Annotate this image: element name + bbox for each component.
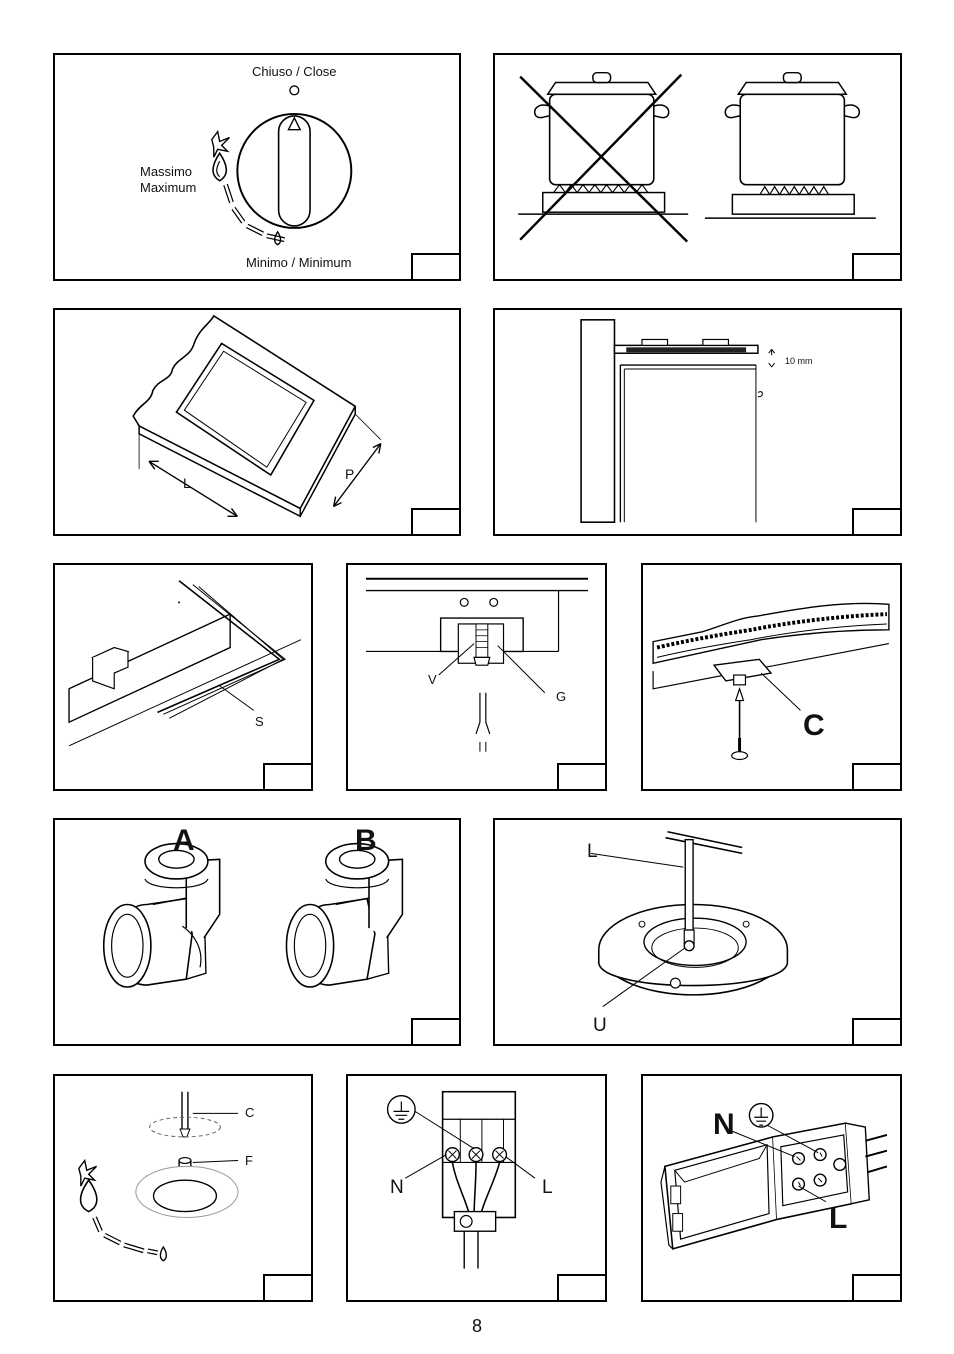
line-label: L: [829, 1202, 848, 1235]
bracket-screw-drawing: [365, 577, 589, 752]
seal-label: S: [255, 714, 264, 729]
figure-number-box: [852, 508, 900, 534]
figure-seal-application: S: [53, 563, 313, 791]
figure-number-box: [852, 1274, 900, 1300]
fittings-drawing: [102, 842, 404, 988]
minimum-position-label: Minimo / Minimum: [246, 255, 352, 270]
figure-bracket-screw: V G: [346, 563, 607, 791]
burner-nozzle-drawing: [590, 831, 789, 1008]
figure-minimum-adjustment: C F: [53, 1074, 313, 1302]
key-label: L: [587, 841, 598, 862]
figure-number-box: [557, 1274, 605, 1300]
terminal-block-drawing: [660, 1102, 888, 1250]
clearance-drawing: [580, 319, 776, 523]
nut-label: G: [556, 689, 567, 704]
fixing-clip-drawing: [652, 602, 890, 761]
adjustment-drawing: [78, 1091, 239, 1262]
figure-number-box: [411, 253, 459, 279]
fitting-b-label: B: [355, 824, 377, 857]
screwdriver-label: C: [245, 1105, 255, 1120]
figure-number-box: [411, 1018, 459, 1044]
figure-number-box: [852, 253, 900, 279]
figure-knob-positions: Chiuso / Close Massimo Maximum Minimo / …: [53, 53, 461, 281]
figure-supply-wiring: N L: [346, 1074, 607, 1302]
page-number: 8: [471, 1316, 482, 1336]
figure-number-box: [557, 763, 605, 789]
wiring-drawing: [386, 1090, 536, 1269]
figure-terminal-block: N L: [641, 1074, 902, 1302]
seal-drawing: [68, 580, 302, 747]
figure-number-box: [852, 763, 900, 789]
figure-number-box: [263, 763, 311, 789]
maximum-position-label-en: Maximum: [140, 180, 197, 195]
cutout-drawing: [132, 314, 382, 518]
depth-label: P: [345, 466, 355, 482]
knob-drawing: [211, 85, 353, 246]
clip-label: C: [803, 709, 825, 742]
neutral-label: N: [390, 1177, 404, 1198]
fitting-a-label: A: [173, 824, 195, 857]
closed-position-label: Chiuso / Close: [252, 64, 337, 79]
maximum-position-label-it: Massimo: [140, 164, 193, 179]
figure-pot-on-burner: [493, 53, 902, 281]
length-label: L: [183, 475, 191, 491]
screw-label: V: [428, 672, 437, 687]
figure-gas-fittings: A B: [53, 818, 461, 1046]
figure-burner-nozzle: L U: [493, 818, 902, 1046]
clearance-distance-label: 10 mm: [785, 356, 813, 366]
figure-number-box: [852, 1018, 900, 1044]
figure-worktop-cutout: L P: [53, 308, 461, 536]
line-label: L: [542, 1177, 553, 1198]
figure-wall-clearance: 10 mm: [493, 308, 902, 536]
pot-comparison-drawing: [518, 71, 876, 243]
figure-number-box: [263, 1274, 311, 1300]
neutral-label: N: [713, 1108, 735, 1141]
shaft-label: F: [245, 1153, 253, 1168]
nozzle-label: U: [593, 1015, 607, 1036]
figure-fixing-clip: C: [641, 563, 902, 791]
figure-number-box: [411, 508, 459, 534]
